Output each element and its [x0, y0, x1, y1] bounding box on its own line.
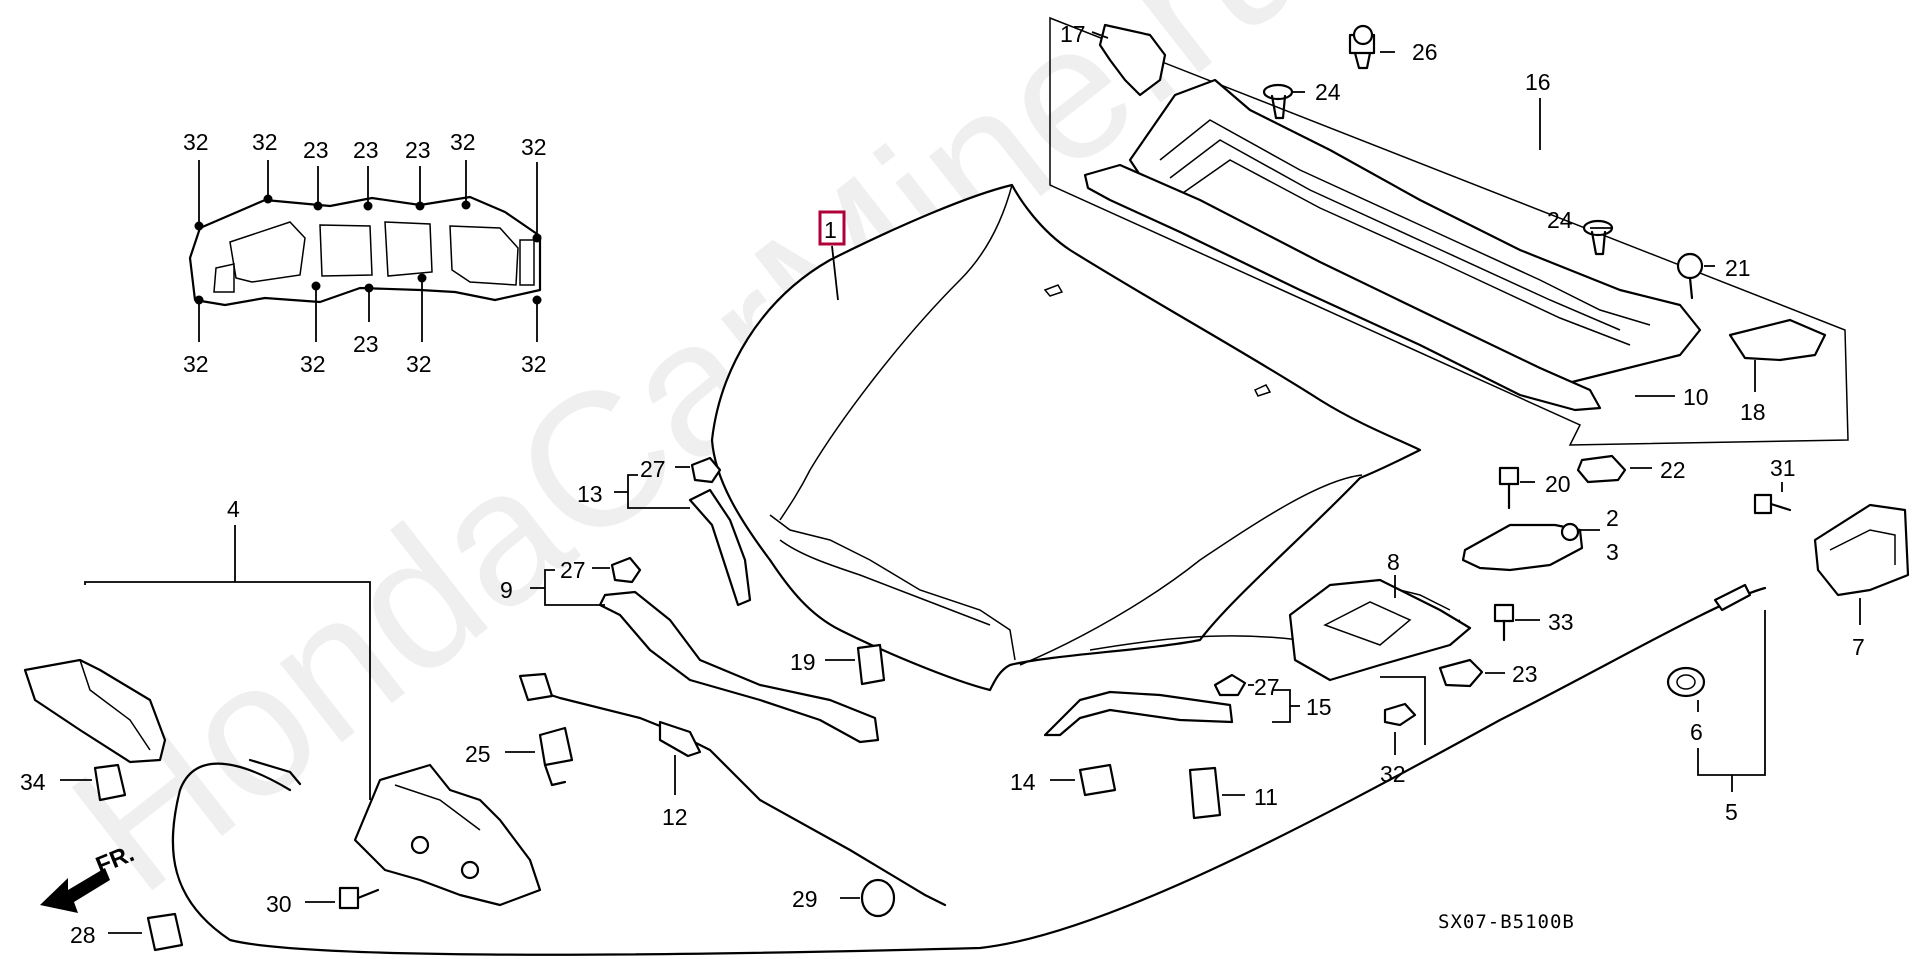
grommet-24-upper	[1262, 83, 1294, 120]
label-part-11[interactable]: 11	[1254, 784, 1278, 810]
holder-25	[538, 726, 574, 787]
label-part-31[interactable]: 31	[1770, 455, 1796, 481]
insulator-label-top-1[interactable]: 32	[252, 129, 278, 155]
insulator-label-top-0[interactable]: 32	[183, 129, 209, 155]
insulator-label-bottom-3[interactable]: 32	[406, 351, 432, 377]
part-1-highlight	[818, 210, 846, 246]
label-part-24-lower[interactable]: 24	[1547, 207, 1573, 233]
label-part-34[interactable]: 34	[20, 769, 46, 795]
grommet-6	[1666, 666, 1706, 698]
hood-latch	[353, 763, 542, 907]
label-part-6[interactable]: 6	[1690, 719, 1703, 745]
insulator-label-top-3[interactable]: 23	[353, 137, 379, 163]
grommet-29	[860, 878, 896, 918]
grommet-23	[1438, 658, 1484, 688]
label-part-7[interactable]: 7	[1852, 634, 1865, 660]
label-part-2[interactable]: 2	[1606, 505, 1619, 531]
bolt-30	[338, 886, 380, 910]
label-part-13[interactable]: 13	[577, 481, 603, 507]
label-part-16[interactable]: 16	[1525, 69, 1551, 95]
label-part-23[interactable]: 23	[1512, 661, 1538, 687]
label-part-24-upper[interactable]: 24	[1315, 79, 1341, 105]
insulator-label-bottom-4[interactable]: 32	[521, 351, 547, 377]
bolt-21	[1676, 252, 1704, 300]
seal-13	[688, 488, 752, 607]
clip-27-a	[690, 456, 722, 484]
label-part-28[interactable]: 28	[70, 922, 96, 948]
hood-latch-7	[1813, 503, 1910, 625]
clip-28	[146, 912, 184, 952]
support-rod-12	[518, 672, 947, 907]
label-part-5[interactable]: 5	[1725, 799, 1738, 825]
label-part-27-a[interactable]: 27	[640, 456, 666, 482]
insulator-label-top-6[interactable]: 32	[521, 134, 547, 160]
label-part-29[interactable]: 29	[792, 886, 818, 912]
bumper-14	[1078, 763, 1117, 797]
clip-27-c	[1213, 673, 1247, 697]
seal-9	[598, 590, 880, 744]
label-part-14[interactable]: 14	[1010, 769, 1036, 795]
insulator-label-bottom-1[interactable]: 32	[300, 351, 326, 377]
insulator-label-bottom-0[interactable]: 32	[183, 351, 209, 377]
label-part-18[interactable]: 18	[1740, 399, 1766, 425]
label-part-12[interactable]: 12	[662, 804, 688, 830]
bolt-31	[1753, 493, 1792, 515]
clip-34	[93, 763, 127, 802]
label-part-15[interactable]: 15	[1306, 694, 1332, 720]
label-part-21[interactable]: 21	[1725, 255, 1751, 281]
hood-hinge-2-3	[1461, 522, 1584, 572]
label-part-25[interactable]: 25	[465, 741, 491, 767]
bracket-8	[1288, 578, 1472, 682]
label-part-3[interactable]: 3	[1606, 539, 1619, 565]
label-part-26[interactable]: 26	[1412, 39, 1438, 65]
label-part-22[interactable]: 22	[1660, 457, 1686, 483]
latch-cover	[23, 658, 167, 764]
label-part-27-c[interactable]: 27	[1254, 674, 1280, 700]
label-part-1[interactable]: 1	[824, 217, 837, 243]
release-cable	[171, 583, 1767, 956]
label-part-17[interactable]: 17	[1060, 21, 1086, 47]
diagram-code: SX07-B5100B	[1438, 911, 1575, 933]
clip-26	[1348, 24, 1376, 70]
label-part-4[interactable]: 4	[227, 496, 240, 522]
label-part-10[interactable]: 10	[1683, 384, 1709, 410]
bolt-33	[1493, 603, 1515, 642]
grommet-22	[1576, 454, 1627, 484]
cowl-assembly-box	[1049, 16, 1849, 446]
clip-27-b	[610, 556, 642, 584]
label-part-20[interactable]: 20	[1545, 471, 1571, 497]
bumper-19	[856, 643, 886, 686]
hood-insulator: 32 32 23 23 23 32 32 32 32 23 32 32	[183, 129, 547, 377]
label-part-8[interactable]: 8	[1387, 549, 1400, 575]
seal-15	[1043, 690, 1234, 737]
bolt-20	[1498, 466, 1520, 510]
clip-32-c	[1383, 702, 1417, 727]
bumper-11	[1188, 766, 1222, 820]
label-part-19[interactable]: 19	[790, 649, 816, 675]
insulator-label-top-2[interactable]: 23	[303, 137, 329, 163]
label-part-27-b[interactable]: 27	[560, 557, 586, 583]
label-part-30[interactable]: 30	[266, 891, 292, 917]
label-part-33[interactable]: 33	[1548, 609, 1574, 635]
label-part-9[interactable]: 9	[500, 577, 513, 603]
insulator-label-bottom-2[interactable]: 23	[353, 331, 379, 357]
insulator-label-top-5[interactable]: 32	[450, 129, 476, 155]
insulator-label-top-4[interactable]: 23	[405, 137, 431, 163]
front-direction-arrow: FR.	[40, 840, 138, 913]
